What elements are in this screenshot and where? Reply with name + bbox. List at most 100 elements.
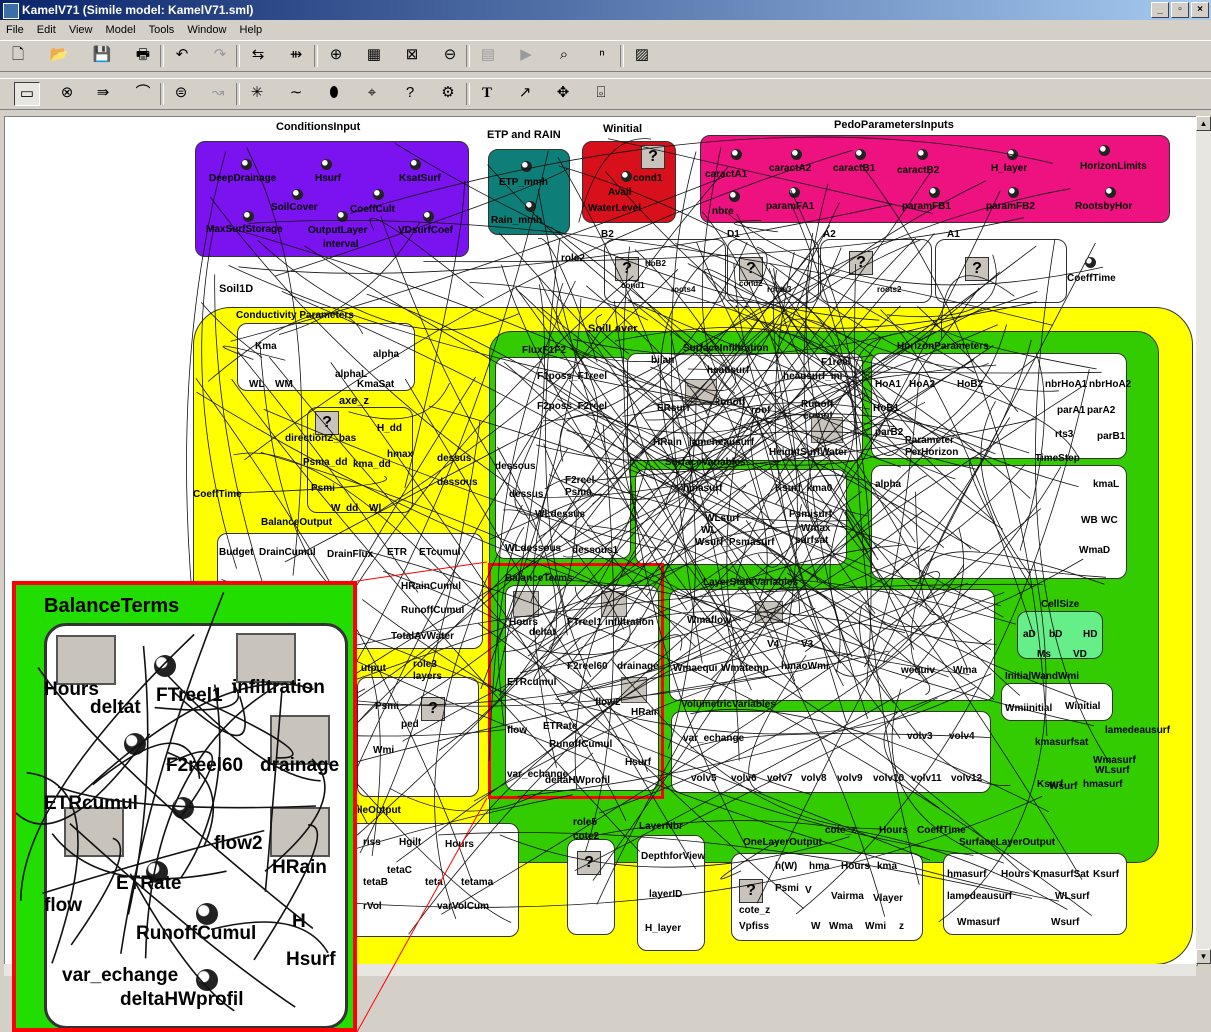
- var-label[interactable]: WLsurf: [1095, 765, 1130, 776]
- table-icon[interactable]: ▤: [480, 46, 496, 63]
- scroll-up-button[interactable]: ▲: [1196, 116, 1211, 131]
- var-label[interactable]: SoilCover: [271, 202, 318, 213]
- menu-help[interactable]: Help: [239, 24, 263, 36]
- var-label[interactable]: ETR: [387, 547, 407, 558]
- var-label[interactable]: Runoff: [801, 399, 834, 410]
- var-label[interactable]: hmasurf: [1083, 779, 1123, 790]
- var-label[interactable]: WM: [275, 379, 293, 390]
- var-label[interactable]: Vairma: [831, 891, 864, 902]
- var-label[interactable]: Wmaequi: [673, 663, 718, 674]
- vertical-scrollbar[interactable]: ▲ ▼: [1196, 116, 1211, 964]
- var-label[interactable]: KsatSurf: [399, 173, 441, 184]
- var-label[interactable]: kma: [877, 861, 898, 872]
- variable-node[interactable]: [241, 159, 252, 170]
- var-label[interactable]: ped: [401, 719, 419, 730]
- var-label[interactable]: parB2: [875, 427, 904, 438]
- var-label[interactable]: H_layer: [645, 923, 682, 934]
- var-label[interactable]: A2: [823, 229, 836, 240]
- var-label[interactable]: layerID: [649, 889, 683, 900]
- print-icon[interactable]: 🖶: [135, 46, 151, 63]
- event-icon[interactable]: ✳: [250, 84, 264, 101]
- var-label[interactable]: F1reel: [821, 357, 851, 368]
- var-label[interactable]: volv5: [691, 773, 717, 784]
- var-label[interactable]: H_layer: [991, 163, 1028, 174]
- var-label[interactable]: kmaL: [1093, 479, 1120, 490]
- var-label[interactable]: CoeffTime: [1067, 273, 1116, 284]
- var-label[interactable]: DrainFlux: [327, 549, 374, 560]
- var-label[interactable]: roots4: [671, 285, 696, 294]
- question-icon[interactable]: ?: [849, 251, 873, 275]
- var-label[interactable]: Psmi: [375, 701, 399, 712]
- variable-node[interactable]: [621, 171, 632, 182]
- var-label[interactable]: deltaHWprofil: [545, 775, 610, 786]
- var-label[interactable]: dessus: [509, 489, 544, 500]
- var-label[interactable]: lamedeausurf: [1105, 725, 1171, 736]
- question-icon[interactable]: ?: [421, 697, 445, 721]
- var-label[interactable]: alpha: [875, 479, 902, 490]
- find-icon[interactable]: ⌕: [559, 46, 569, 63]
- conductivity-submodel[interactable]: [237, 323, 415, 391]
- var-label[interactable]: Ksurf_kma0: [775, 483, 833, 494]
- variable-node[interactable]: [521, 161, 532, 172]
- oval-icon[interactable]: ⬮: [329, 84, 339, 101]
- var-label[interactable]: Wsurf: [1051, 917, 1080, 928]
- var-label[interactable]: Wmiinitial: [1005, 703, 1053, 714]
- new-icon[interactable]: 🗋: [11, 46, 25, 63]
- var-label[interactable]: roof: [751, 405, 771, 416]
- var-label[interactable]: lameheausurf: [689, 437, 755, 448]
- replace-icon[interactable]: ⁿ: [599, 46, 605, 63]
- redo-icon[interactable]: ↷: [213, 46, 227, 63]
- var-label[interactable]: Hours: [1001, 869, 1030, 880]
- var-label[interactable]: A1: [947, 229, 960, 240]
- fit-icon[interactable]: ⊠: [405, 46, 419, 63]
- question-icon[interactable]: ?: [739, 879, 763, 903]
- run-icon[interactable]: ▶: [520, 46, 532, 63]
- var-label[interactable]: bD: [1049, 629, 1063, 640]
- var-label[interactable]: VD: [1073, 649, 1087, 660]
- var-label[interactable]: HD: [1083, 629, 1098, 640]
- var-label[interactable]: ETP_mmh: [499, 177, 548, 188]
- expand-icon[interactable]: ⇆: [251, 46, 265, 63]
- open-icon[interactable]: 📂: [49, 46, 69, 63]
- var-label[interactable]: directionZ_bas: [285, 433, 357, 444]
- var-label[interactable]: caractA1: [705, 169, 748, 180]
- output-submodel[interactable]: [357, 677, 479, 797]
- var-label[interactable]: Hsurf: [625, 757, 652, 768]
- var-label[interactable]: kmasurfsat: [1035, 737, 1089, 748]
- maximize-button[interactable]: ▫: [1171, 2, 1189, 18]
- var-label[interactable]: volv12: [951, 773, 983, 784]
- variable-node[interactable]: [243, 211, 254, 222]
- variable-node[interactable]: [917, 149, 928, 160]
- var-label[interactable]: dessous: [495, 461, 536, 472]
- var-label[interactable]: Budget: [219, 547, 254, 558]
- var-label[interactable]: nbre: [712, 206, 734, 217]
- surface-layer-output-submodel[interactable]: [943, 853, 1127, 935]
- question-icon[interactable]: ?: [405, 84, 415, 101]
- question-icon[interactable]: ?: [739, 257, 763, 281]
- variable-node[interactable]: [729, 191, 740, 202]
- var-label[interactable]: Wsurf: [1049, 781, 1078, 792]
- var-label[interactable]: volv11: [911, 773, 942, 784]
- menu-window[interactable]: Window: [187, 24, 227, 36]
- var-label[interactable]: Hours: [841, 861, 870, 872]
- var-label[interactable]: WC: [1101, 515, 1118, 526]
- var-label[interactable]: Wl: [369, 503, 382, 514]
- undo-icon[interactable]: ↶: [175, 46, 189, 63]
- var-label[interactable]: DepthforView: [641, 851, 706, 862]
- question-icon[interactable]: ?: [965, 257, 989, 281]
- var-label[interactable]: cote2: [573, 831, 600, 842]
- var-label[interactable]: HoA1: [875, 379, 902, 390]
- var-label[interactable]: TimeStep: [1035, 453, 1080, 464]
- squiggle-icon[interactable]: ∼: [289, 84, 303, 101]
- var-label[interactable]: dessous: [437, 477, 478, 488]
- var-label[interactable]: surfsat: [795, 535, 829, 546]
- var-label[interactable]: HorizonLimits: [1080, 161, 1147, 172]
- variable-node[interactable]: [789, 187, 800, 198]
- var-label[interactable]: wequiv: [901, 665, 935, 676]
- var-label[interactable]: h(W): [775, 861, 798, 872]
- move-icon[interactable]: ✥: [556, 84, 570, 101]
- save-icon[interactable]: 💾: [92, 46, 112, 63]
- influence-icon[interactable]: ⌒: [135, 84, 151, 101]
- var-label[interactable]: cond1: [633, 173, 663, 184]
- var-label[interactable]: D1: [727, 229, 740, 240]
